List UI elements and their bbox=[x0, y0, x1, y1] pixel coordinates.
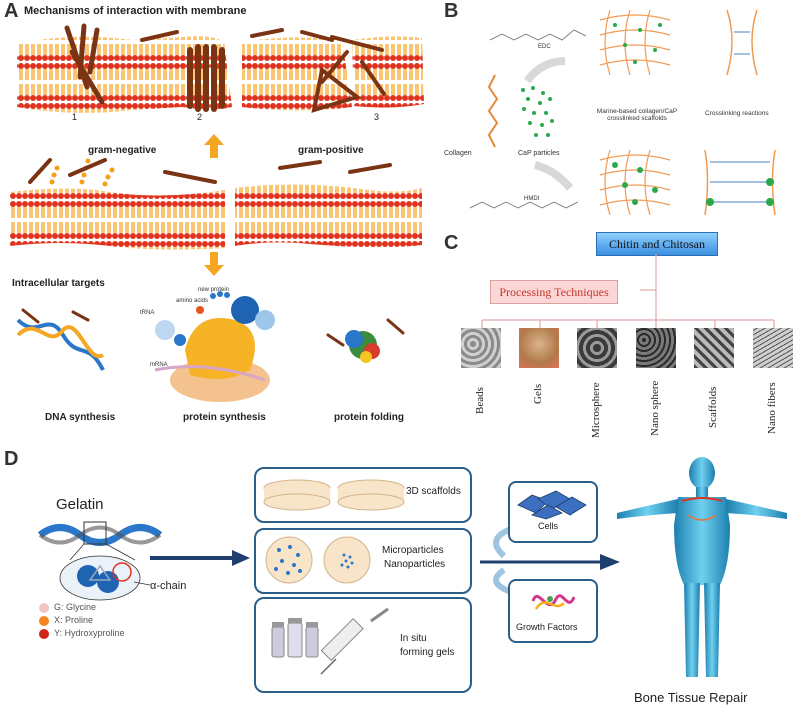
gelatin-structure bbox=[37, 521, 163, 601]
panel-c-letter: C bbox=[444, 232, 459, 254]
collagen-structure bbox=[487, 74, 499, 148]
bone-tissue-repair-label: Bone Tissue Repair bbox=[634, 690, 748, 705]
microparticle-icon bbox=[265, 536, 313, 584]
panel-b-letter: B bbox=[444, 0, 459, 22]
edc-structure bbox=[489, 29, 587, 41]
forming-gels-label: forming gels bbox=[400, 647, 455, 658]
chitin-chitosan-header: Chitin and Chitosan bbox=[596, 232, 718, 256]
mechanism-2-label: 2 bbox=[197, 112, 203, 122]
nanoparticles-label: Nanoparticles bbox=[384, 559, 446, 570]
growth-factor-protein-icon bbox=[531, 594, 576, 610]
nanosphere-image bbox=[636, 328, 676, 368]
ribosome-icon bbox=[154, 291, 275, 402]
growth-factors-box: Growth Factors bbox=[508, 579, 598, 643]
panel-a-letter: A bbox=[4, 0, 19, 22]
cap-particles bbox=[521, 86, 554, 137]
crosslink-top bbox=[726, 9, 758, 76]
mrna-label: mRNA bbox=[150, 362, 168, 368]
protein-synthesis-label: protein synthesis bbox=[183, 412, 266, 423]
new-protein-label: new protein bbox=[198, 287, 230, 293]
scaffold-disc-1 bbox=[263, 479, 331, 511]
particles-box: Microparticles Nanoparticles bbox=[254, 528, 472, 594]
scaffolds-label: 3D scaffolds bbox=[406, 486, 461, 497]
scaffolds-image bbox=[694, 328, 734, 368]
nanofibers-image bbox=[753, 328, 793, 368]
cells-icon bbox=[517, 490, 587, 520]
hmdi-structure bbox=[469, 201, 579, 209]
processing-techniques-box: Processing Techniques bbox=[490, 280, 618, 304]
hmdi-label: HMDI bbox=[524, 196, 540, 202]
up-arrow bbox=[204, 134, 224, 158]
gels-image bbox=[519, 328, 559, 368]
crosslink-caption: Crosslinking reactions bbox=[705, 110, 769, 117]
scaffolds-box: 3D scaffolds bbox=[254, 467, 472, 523]
panel-a-title: Mechanisms of interaction with membrane bbox=[24, 5, 247, 17]
mechanism-2-barrel bbox=[187, 44, 225, 112]
cells-label: Cells bbox=[538, 521, 559, 531]
intracellular-targets-label: Intracellular targets bbox=[12, 278, 105, 289]
arrow-to-options bbox=[150, 550, 250, 566]
scaffold-grid-bottom bbox=[599, 149, 671, 216]
microsphere-image bbox=[577, 328, 617, 368]
scaffold-grid-top bbox=[599, 9, 671, 76]
insitu-box: In situ forming gels bbox=[254, 597, 472, 693]
scaffold-caption: Marine-based collagen/CaP crosslinked sc… bbox=[596, 108, 678, 122]
curved-arrow-bottom bbox=[533, 161, 574, 191]
panel-d-letter: D bbox=[4, 448, 19, 470]
technique-nanosphere: Nano sphere bbox=[649, 380, 661, 436]
syringe-icon bbox=[320, 607, 389, 675]
legend-glycine: G: Glycine bbox=[54, 602, 97, 612]
beads-image bbox=[461, 328, 501, 368]
technique-nanofibers: Nano fibers bbox=[766, 382, 778, 434]
protein-folding-label: protein folding bbox=[334, 412, 404, 423]
down-arrow bbox=[204, 252, 224, 276]
cap-particles-label: CaP particles bbox=[518, 150, 560, 157]
vials-icon bbox=[271, 618, 319, 658]
trna-label: tRNA bbox=[140, 310, 155, 316]
gelatin-label: Gelatin bbox=[56, 496, 104, 513]
folded-protein-icon bbox=[326, 318, 405, 363]
scaffold-disc-2 bbox=[337, 479, 405, 511]
legend-proline: X: Proline bbox=[54, 615, 94, 625]
technique-microsphere: Microsphere bbox=[590, 382, 602, 438]
nanoparticle-icon bbox=[323, 536, 371, 584]
collagen-label: Collagen bbox=[444, 150, 472, 157]
curved-arrow-top bbox=[523, 57, 566, 84]
microparticles-label: Microparticles bbox=[382, 545, 444, 556]
crosslink-bottom bbox=[704, 149, 776, 216]
chitin-connectors bbox=[481, 254, 775, 328]
top-membrane bbox=[17, 23, 424, 113]
mechanism-3-toroidal bbox=[311, 35, 386, 113]
gram-negative-label: gram-negative bbox=[88, 145, 157, 156]
technique-gels: Gels bbox=[532, 383, 544, 404]
arrow-to-body bbox=[480, 554, 620, 570]
insitu-label: In situ bbox=[400, 633, 427, 644]
alpha-chain-label: α-chain bbox=[150, 580, 187, 592]
technique-beads: Beads bbox=[474, 387, 486, 414]
cells-box: Cells bbox=[508, 481, 598, 543]
dna-helix-icon bbox=[16, 308, 105, 371]
growth-factors-label: Growth Factors bbox=[516, 622, 578, 632]
mechanism-3-label: 3 bbox=[374, 112, 380, 122]
amino-acids-label: amino acids bbox=[176, 298, 209, 304]
edc-label: EDC bbox=[538, 44, 551, 50]
mechanism-1-label: 1 bbox=[72, 112, 78, 122]
middle-membranes bbox=[10, 158, 422, 250]
human-body-figure bbox=[617, 457, 787, 677]
amino-legend-dots bbox=[39, 603, 49, 639]
dna-synthesis-label: DNA synthesis bbox=[45, 412, 116, 423]
mechanism-1-peptides bbox=[64, 23, 105, 105]
technique-scaffolds: Scaffolds bbox=[707, 386, 719, 428]
gram-positive-label: gram-positive bbox=[298, 145, 364, 156]
legend-hydroxyproline: Y: Hydroxyproline bbox=[54, 628, 125, 638]
